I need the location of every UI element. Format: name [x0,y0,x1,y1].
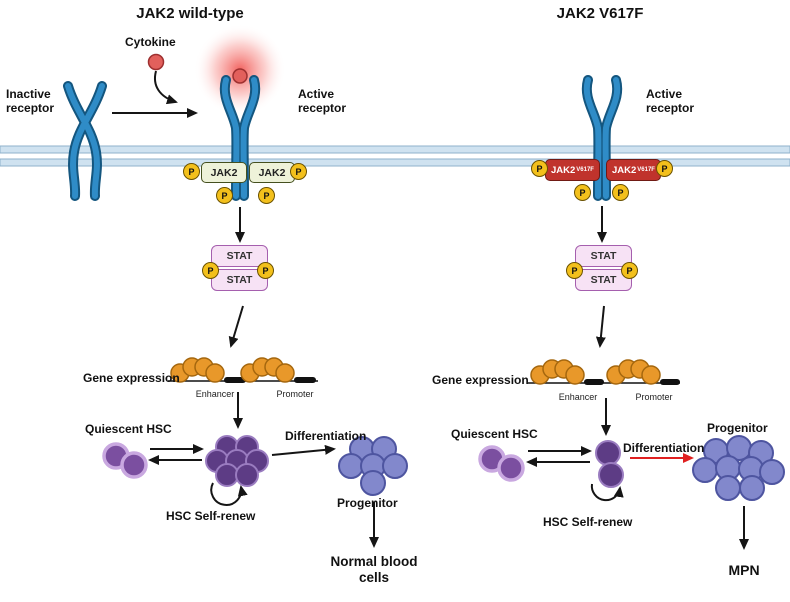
arrow-self-renew-loop [210,482,248,506]
jak2-mut-variant: V617F [576,167,594,173]
gene-expression-label-left: Gene expression [83,371,180,385]
phospho-icon: P [621,262,638,279]
jak2-box-right: JAK2 [249,162,295,183]
outcome-label-left: Normal blood cells [330,554,418,586]
progenitor-cluster-right [692,435,785,501]
quiescent-hsc-label-right: Quiescent HSC [451,427,538,441]
enhancer-label-right: Enhancer [558,392,598,402]
promoter-element [660,379,680,385]
arrow-differentiation [271,444,336,456]
arrows-left [112,70,379,548]
promoter-label-right: Promoter [635,392,673,402]
enhancer-element [224,377,246,383]
quiescent-hsc-cells-right [478,445,525,482]
nucleosomes-left-2 [240,357,295,383]
inactive-receptor [63,81,107,201]
active-receptor-label-right: Active receptor [646,87,695,116]
arrow-self-renew-loop [590,483,624,502]
stat-box: STAT [575,245,632,267]
self-renew-label-left: HSC Self-renew [166,509,256,523]
inactive-receptor-label: Inactive receptor [6,87,55,116]
phospho-icon: P [531,160,548,177]
outcome-label-right: MPN [728,562,760,578]
arrow-cytokine-binding [154,70,178,105]
cytokine-label: Cytokine [125,35,176,49]
nucleosomes-right-2 [606,359,661,385]
arrows-right [526,206,749,550]
quiescent-hsc-label-left: Quiescent HSC [85,422,172,436]
hsc-cells-right [595,440,624,488]
stat-dimer-left: STAT STAT [211,245,268,291]
jak2-box-left: JAK2 [201,162,247,183]
cell-membrane [0,145,790,167]
stat-dimer-right: STAT STAT [575,245,632,291]
phospho-icon: P [202,262,219,279]
arrow-stat-to-gene [595,305,606,348]
enhancer-element [584,379,604,385]
phospho-icon: P [258,187,275,204]
nucleosomes-right-1 [530,359,585,385]
phospho-icon: P [574,184,591,201]
chromatin-left [168,357,318,383]
phospho-icon: P [656,160,673,177]
promoter-element [294,377,316,383]
self-renew-label-right: HSC Self-renew [543,515,633,529]
nucleosomes-left-1 [170,357,225,383]
enhancer-label-left: Enhancer [195,389,235,399]
promoter-label-left: Promoter [276,389,314,399]
progenitor-label-left: Progenitor [337,496,398,510]
arrow-stat-to-gene [228,305,244,348]
cytokine-bound-icon [232,68,248,84]
differentiation-label-left: Differentiation [285,429,367,443]
phospho-icon: P [566,262,583,279]
phospho-icon: P [257,262,274,279]
stat-box: STAT [211,269,268,291]
quiescent-hsc-cells-left [102,442,148,479]
phospho-icon: P [183,163,200,180]
stat-box: STAT [575,269,632,291]
phospho-icon: P [216,187,233,204]
hsc-cluster-left [205,435,269,487]
stat-box: STAT [211,245,268,267]
progenitor-cluster-left [338,436,408,496]
panel-title-left: JAK2 wild-type [136,5,244,22]
active-receptor-label-left: Active receptor [298,87,347,116]
jak2-mut-name: JAK2 [612,164,637,176]
panel-title-right: JAK2 V617F [556,5,644,22]
chromatin-right [528,359,680,385]
jak2-mut-name: JAK2 [551,164,576,176]
jak2-mut-variant: V617F [637,167,655,173]
phospho-icon: P [612,184,629,201]
progenitor-label-right: Progenitor [707,421,768,435]
cytokine-icon [147,53,165,71]
gene-expression-label-right: Gene expression [432,373,529,387]
phospho-icon: P [290,163,307,180]
differentiation-label-right: Differentiation [623,441,705,455]
